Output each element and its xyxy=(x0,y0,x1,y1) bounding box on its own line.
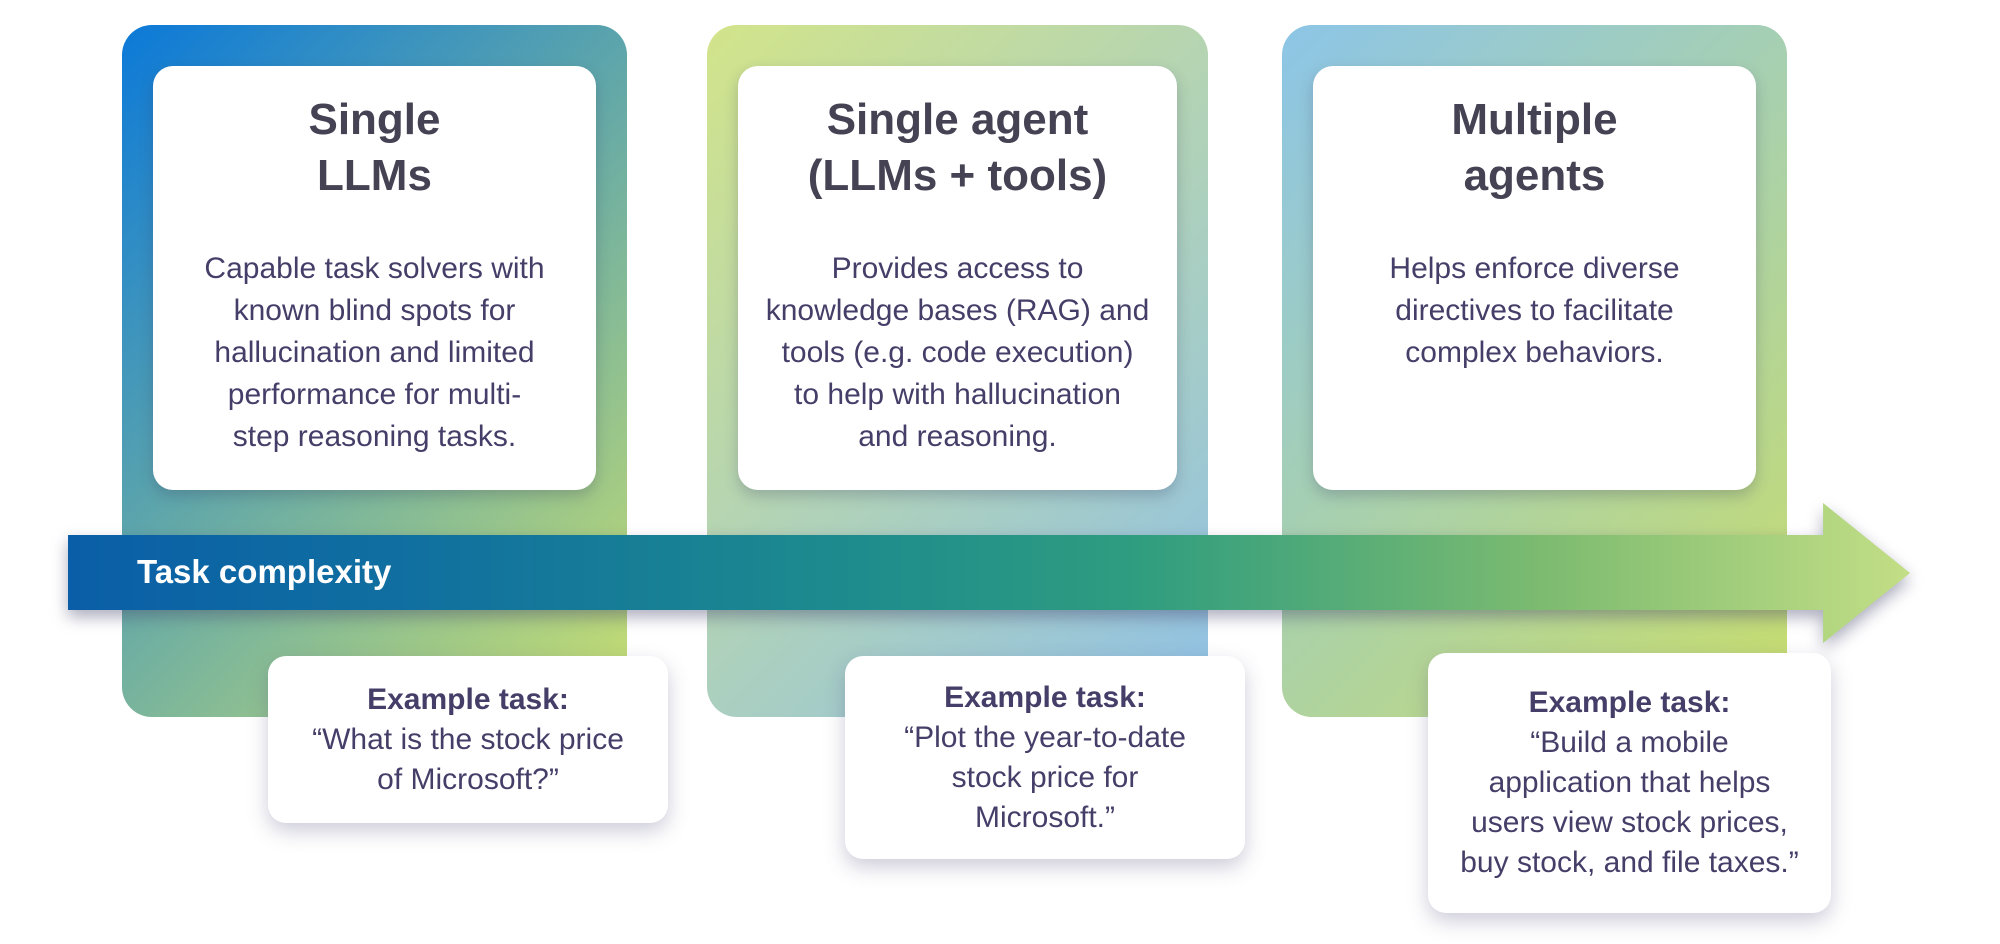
example-task-box-multiple-agents: Example task: “Build a mobile applicatio… xyxy=(1428,653,1831,913)
task-complexity-arrow: Task complexity xyxy=(68,503,1910,643)
task-complexity-label: Task complexity xyxy=(137,553,392,590)
example-task-text: “Plot the year-to-date stock price for M… xyxy=(904,720,1186,834)
example-task-box-single-llms: Example task: “What is the stock price o… xyxy=(268,656,668,823)
example-task-text: “Build a mobile application that helps u… xyxy=(1460,726,1799,879)
example-task-heading: Example task: xyxy=(944,680,1146,714)
card-multiple-agents-title: Multiple agents xyxy=(1451,95,1618,200)
card-single-agent-panel: Single agent (LLMs + tools) Provides acc… xyxy=(738,66,1177,490)
card-multiple-agents-panel: Multiple agents Helps enforce diverse di… xyxy=(1313,66,1756,490)
card-single-agent-title: Single agent (LLMs + tools) xyxy=(807,95,1108,200)
card-multiple-agents-description: Helps enforce diverse directives to faci… xyxy=(1389,252,1680,369)
example-task-box-single-agent: Example task: “Plot the year-to-date sto… xyxy=(845,656,1245,859)
example-task-heading: Example task: xyxy=(367,682,569,716)
example-task-text: “What is the stock price of Microsoft?” xyxy=(312,722,624,796)
example-task-heading: Example task: xyxy=(1528,686,1731,719)
card-single-llms-description: Capable task solvers with known blind sp… xyxy=(204,252,545,453)
card-single-llms-title: Single LLMs xyxy=(308,95,441,200)
card-single-agent-description: Provides access to knowledge bases (RAG)… xyxy=(765,252,1150,453)
card-single-llms-panel: Single LLMs Capable task solvers with kn… xyxy=(153,66,596,490)
